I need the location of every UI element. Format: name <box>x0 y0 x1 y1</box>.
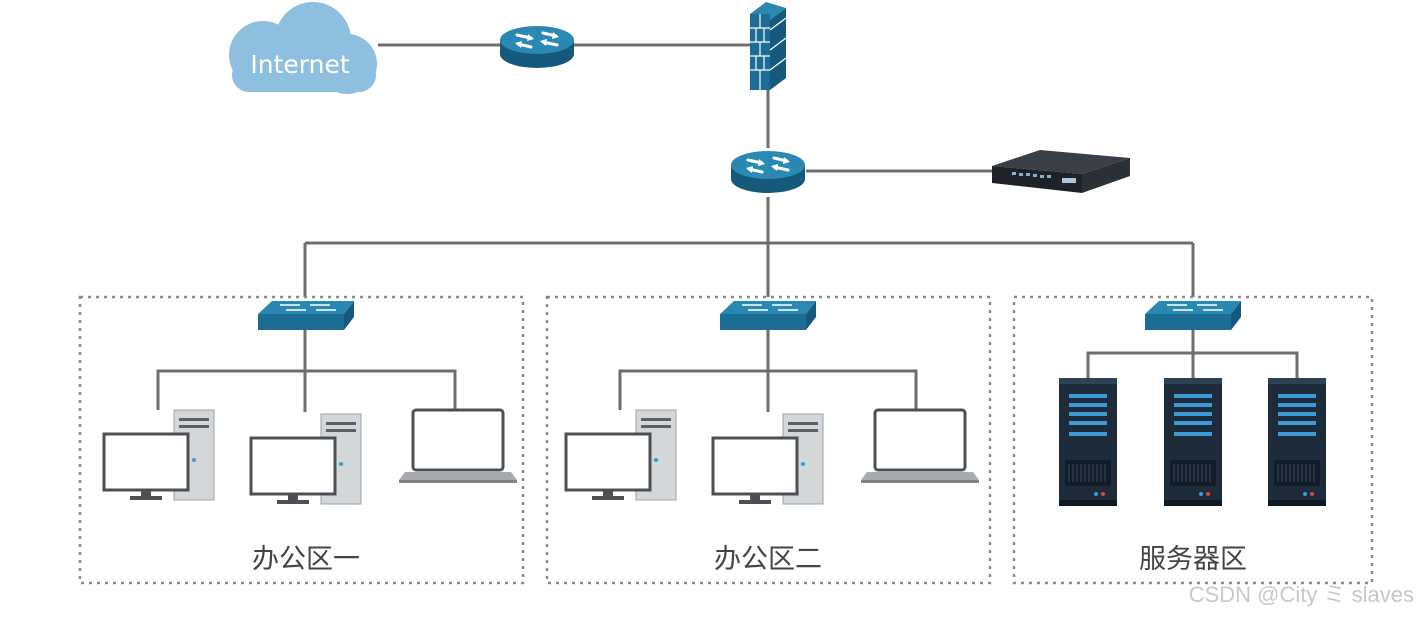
desktop-computer-icon <box>102 408 216 502</box>
laptop-computer <box>397 408 519 485</box>
rack-appliance-icon <box>992 150 1130 193</box>
edge-router <box>498 24 576 70</box>
zone-3-switch <box>1144 300 1242 331</box>
zone-label-office-2: 办公区二 <box>714 544 822 575</box>
internet-label: Internet <box>250 50 349 79</box>
firewall-icon <box>750 2 787 90</box>
zone-box-office-1 <box>78 295 525 585</box>
zone-1-devices <box>102 408 519 506</box>
router-icon <box>729 149 807 195</box>
zone-1-switch <box>257 300 355 331</box>
switch-icon <box>719 300 817 331</box>
zone-boxes <box>78 295 1374 585</box>
server-icon <box>1163 377 1223 507</box>
link-zone-3-fanout <box>1086 351 1299 378</box>
zone-3-devices <box>1058 377 1327 507</box>
network-links <box>156 43 1299 412</box>
zone-2-switch <box>719 300 817 331</box>
desktop-computer <box>102 408 216 502</box>
desktop-computer-icon <box>711 412 825 506</box>
internet-cloud: Internet <box>229 2 377 94</box>
zone-box-servers <box>1012 295 1374 585</box>
laptop-icon <box>859 408 981 485</box>
laptop-icon <box>397 408 519 485</box>
desktop-computer <box>249 412 363 506</box>
core-router <box>729 149 807 195</box>
link-zone-2-fanout <box>618 369 918 410</box>
desktop-computer <box>711 412 825 506</box>
zone-label-office-1: 办公区一 <box>252 544 360 575</box>
zone-box-office-2 <box>545 295 992 585</box>
cloud-icon <box>229 2 377 94</box>
watermark-text: CSDN @City ミ slaves <box>1189 582 1414 607</box>
link-zone-1-fanout <box>156 369 457 410</box>
zone-2-devices <box>564 408 981 506</box>
desktop-computer <box>564 408 678 502</box>
rack-server <box>1163 377 1223 507</box>
rack-server <box>1058 377 1118 507</box>
rack-server <box>1267 377 1327 507</box>
zone-label-servers: 服务器区 <box>1139 544 1247 575</box>
desktop-computer-icon <box>249 412 363 506</box>
server-icon <box>1058 377 1118 507</box>
rack-appliance <box>992 150 1130 193</box>
server-icon <box>1267 377 1327 507</box>
laptop-computer <box>859 408 981 485</box>
desktop-computer-icon <box>564 408 678 502</box>
router-icon <box>498 24 576 70</box>
firewall <box>750 2 787 90</box>
switch-icon <box>257 300 355 331</box>
switch-icon <box>1144 300 1242 331</box>
